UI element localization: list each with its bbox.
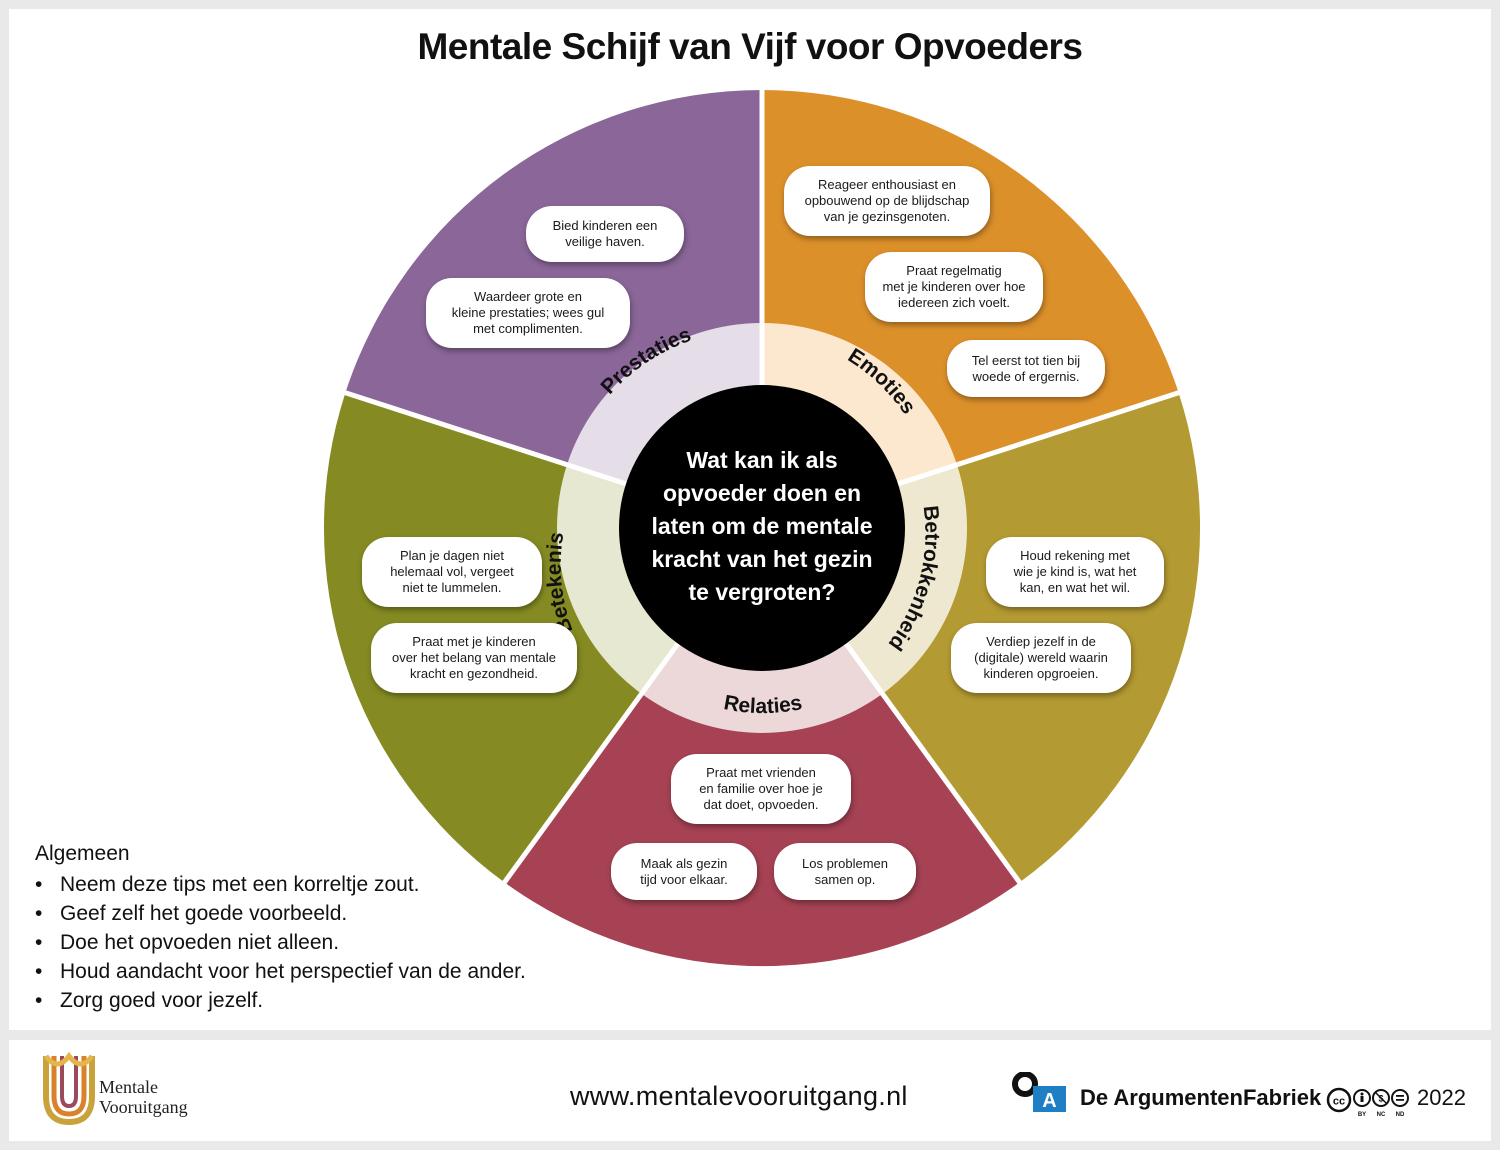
logo-text: Mentale Vooruitgang [99, 1077, 188, 1117]
label-relaties: Relaties [722, 691, 804, 718]
general-heading: Algemeen [35, 842, 130, 865]
tip-prestaties-2: Waardeer grote en kleine prestaties; wee… [426, 278, 630, 348]
cc-label: cc [1333, 1096, 1345, 1108]
mentale-vooruitgang-logo-icon [43, 1052, 95, 1126]
tip-relaties-1: Praat met vrienden en familie over hoe j… [671, 754, 851, 824]
page-title: Mentale Schijf van Vijf voor Opvoeders [417, 26, 1083, 67]
general-section: Algemeen Neem deze tips met een korreltj… [35, 842, 526, 1015]
tip-relaties-2: Maak als gezin tijd voor elkaar. [611, 843, 757, 900]
tip-betrokkenheid-2: Verdiep jezelf in de (digitale) wereld w… [951, 623, 1131, 693]
tip-emoties-3: Tel eerst tot tien bij woede of ergernis… [947, 340, 1105, 397]
copyright-year: 2022 [1417, 1085, 1466, 1110]
tip-betrokkenheid-1: Houd rekening met wie je kind is, wat he… [986, 537, 1164, 607]
cc-by-label: BY [1358, 1112, 1366, 1118]
general-item: Zorg goed voor jezelf. [35, 986, 526, 1015]
tip-betekenis-1: Plan je dagen niet helemaal vol, vergeet… [362, 537, 542, 607]
general-list: Neem deze tips met een korreltje zout. G… [35, 870, 526, 1015]
af-logo-letter: A [1042, 1090, 1056, 1112]
general-item: Geef zelf het goede voorbeeld. [35, 899, 526, 928]
cc-nd-label: ND [1396, 1112, 1405, 1118]
tip-emoties-2: Praat regelmatig met je kinderen over ho… [865, 252, 1043, 322]
tip-betekenis-2: Praat met je kinderen over het belang va… [371, 623, 577, 693]
center-question: Wat kan ik als opvoeder doen en laten om… [651, 447, 873, 605]
argumentenfabriek-name: De ArgumentenFabriek [1080, 1085, 1322, 1110]
general-item: Houd aandacht voor het perspectief van d… [35, 957, 526, 986]
center-circle [619, 385, 905, 671]
tip-prestaties-1: Bied kinderen een veilige haven. [526, 206, 684, 262]
cc-nc-label: NC [1377, 1112, 1386, 1118]
general-item: Doe het opvoeden niet alleen. [35, 928, 526, 957]
argumentenfabriek-logo-icon: A [1012, 1072, 1066, 1112]
general-item: Neem deze tips met een korreltje zout. [35, 870, 526, 899]
footer-panel [9, 1040, 1491, 1141]
website-link[interactable]: www.mentalevooruitgang.nl [570, 1081, 908, 1111]
creative-commons-icon: cc BY $ NC ND [1326, 1087, 1409, 1118]
tip-emoties-1: Reageer enthousiast en opbouwend op de b… [784, 166, 990, 236]
tip-relaties-3: Los problemen samen op. [774, 843, 916, 900]
